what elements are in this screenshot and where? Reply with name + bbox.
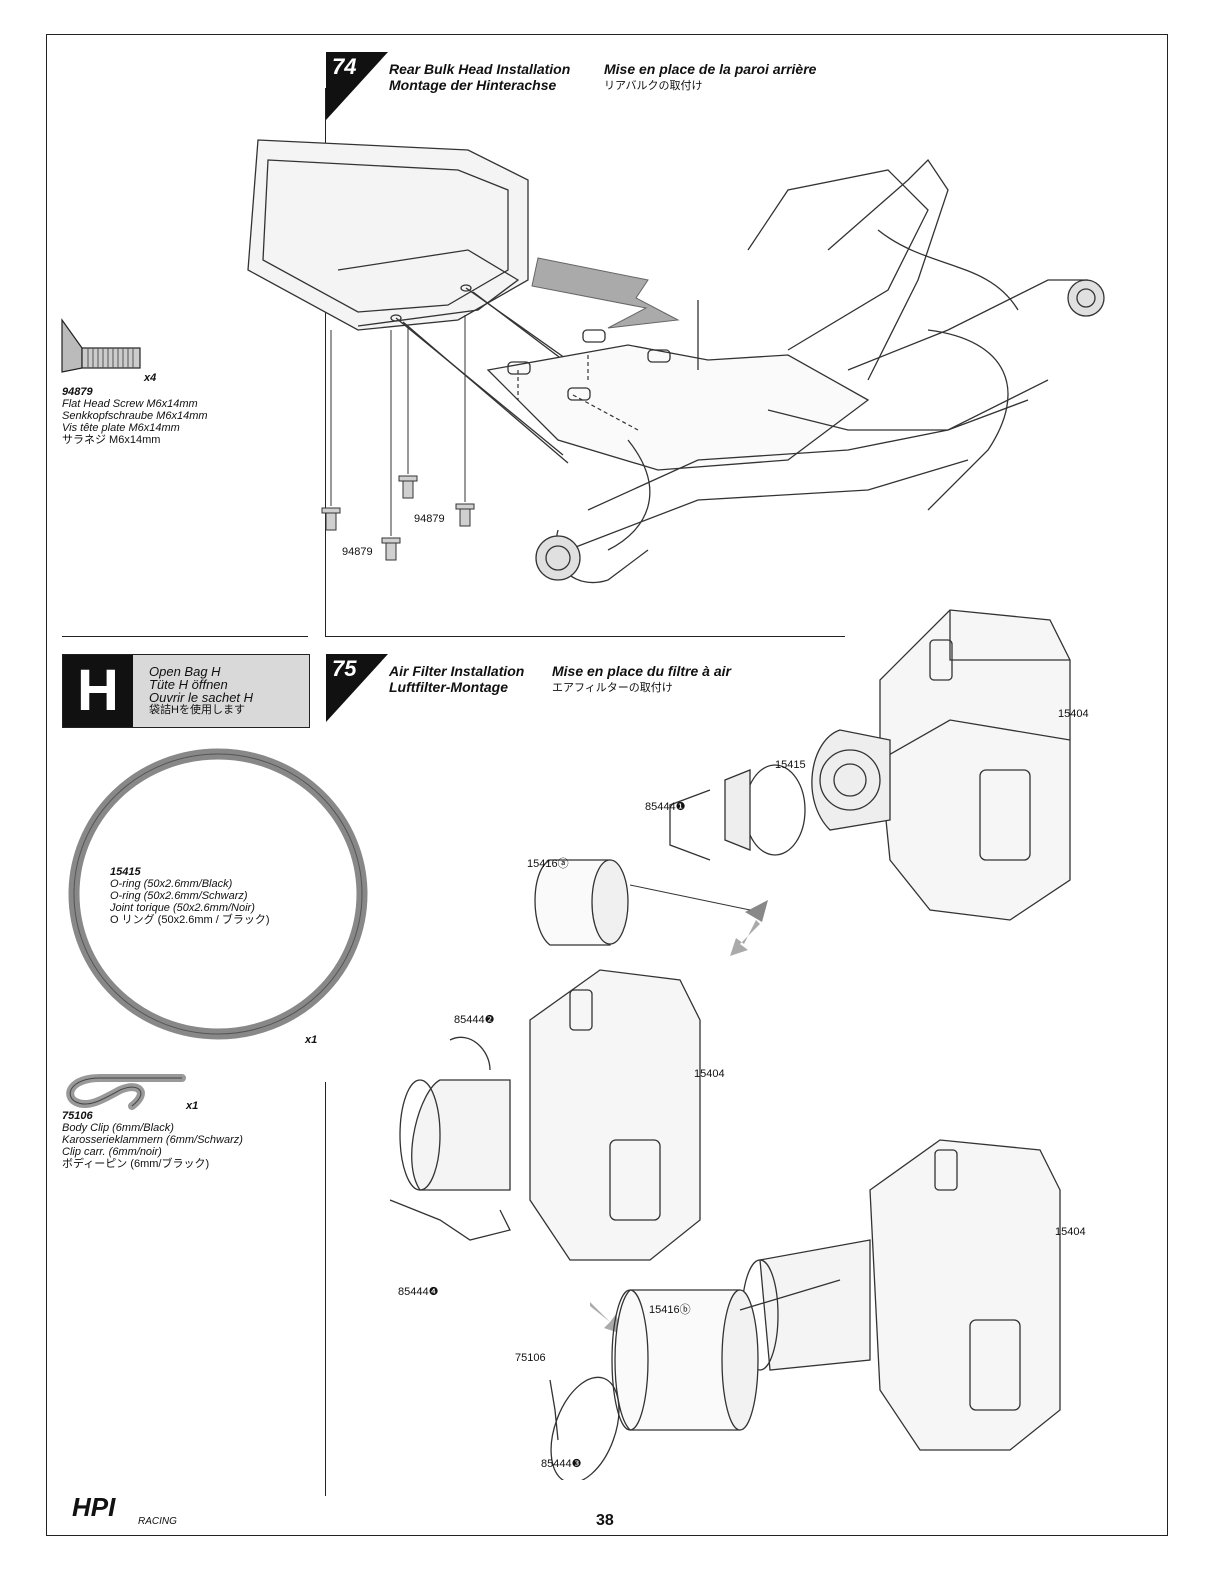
screw-part-number: 94879 bbox=[62, 386, 93, 398]
screw-name-de: Senkkopfschraube M6x14mm bbox=[62, 410, 208, 422]
bag-line-de: Tüte H öffnen bbox=[149, 677, 228, 692]
clip-quantity: x1 bbox=[186, 1100, 199, 1112]
bag-letter: H bbox=[63, 655, 133, 727]
callout-94879-a: 94879 bbox=[414, 513, 445, 525]
clip-name-jp: ボディーピン (6mm/ブラック) bbox=[62, 1158, 210, 1170]
o-ring-name-fr: Joint torique (50x2.6mm/Noir) bbox=[110, 902, 255, 914]
bag-instructions: Open Bag H Tüte H öffnen Ouvrir le sache… bbox=[149, 665, 253, 717]
screw-name-en: Flat Head Screw M6x14mm bbox=[62, 398, 198, 410]
step-75-title-de: Luftfilter-Montage bbox=[389, 679, 508, 695]
step-divider bbox=[325, 636, 845, 637]
screw-name-jp: サラネジ M6x14mm bbox=[62, 434, 161, 446]
flat-head-screw-illustration bbox=[61, 318, 141, 373]
screw-part-info: 94879 Flat Head Screw M6x14mm Senkkopfsc… bbox=[62, 386, 208, 446]
step-74-badge: 74 bbox=[326, 52, 388, 120]
clip-name-de: Karosserieklammern (6mm/Schwarz) bbox=[62, 1134, 243, 1146]
step-75-title-fr: Mise en place du filtre à air bbox=[552, 663, 731, 679]
step-74-title-en: Rear Bulk Head Installation bbox=[389, 61, 571, 77]
page-frame bbox=[46, 34, 1168, 1536]
callout-85444-3: 85444❸ bbox=[541, 1458, 582, 1470]
engine-illustration-2 bbox=[389, 969, 701, 1261]
bag-line-fr: Ouvrir le sachet H bbox=[149, 690, 254, 705]
o-ring-name-de: O-ring (50x2.6mm/Schwarz) bbox=[110, 890, 248, 902]
step-74-title-de: Montage der Hinterachse bbox=[389, 77, 557, 93]
callout-85444-1: 85444❶ bbox=[645, 801, 686, 813]
step-74-title-fr: Mise en place de la paroi arrière bbox=[604, 61, 817, 77]
column-divider-top bbox=[325, 88, 326, 636]
logo-sub-text: RACING bbox=[138, 1516, 177, 1526]
callout-94879-b: 94879 bbox=[342, 546, 373, 558]
callout-15416-a: 15416ⓐ bbox=[527, 858, 569, 870]
clip-name-en: Body Clip (6mm/Black) bbox=[62, 1122, 174, 1134]
engine-illustration-3 bbox=[549, 1139, 1061, 1480]
screw-name-fr: Vis tête plate M6x14mm bbox=[62, 422, 180, 434]
screw-quantity: x4 bbox=[144, 372, 157, 384]
callout-15404-c: 15404 bbox=[1055, 1226, 1086, 1238]
left-divider bbox=[62, 636, 308, 637]
bag-line-jp: 袋詰Hを使用します bbox=[149, 704, 245, 716]
clip-part-number: 75106 bbox=[62, 1110, 93, 1122]
clip-part-info: 75106 Body Clip (6mm/Black) Karosseriekl… bbox=[62, 1110, 243, 1170]
bag-h-box: H Open Bag H Tüte H öffnen Ouvrir le sac… bbox=[62, 654, 310, 728]
callout-15404-a: 15404 bbox=[1058, 708, 1089, 720]
logo-text: HPI bbox=[72, 1496, 116, 1522]
callout-85444-2: 85444❷ bbox=[454, 1014, 495, 1026]
arrow-down-left-icon bbox=[730, 920, 760, 956]
callout-75106: 75106 bbox=[515, 1352, 546, 1364]
step-74-title-jp: リアバルクの取付け bbox=[604, 80, 703, 92]
step-74-number: 74 bbox=[332, 54, 357, 79]
engine-illustration-1 bbox=[534, 609, 1071, 946]
step-75-number: 75 bbox=[332, 656, 357, 681]
clip-name-fr: Clip carr. (6mm/noir) bbox=[62, 1146, 162, 1158]
step-75-title-en: Air Filter Installation bbox=[389, 663, 525, 679]
o-ring-quantity: x1 bbox=[305, 1034, 318, 1046]
callout-15416-b: 15416ⓑ bbox=[649, 1304, 691, 1316]
o-ring-name-jp: O リング (50x2.6mm / ブラック) bbox=[110, 914, 270, 926]
rear-bulkhead-illustration bbox=[247, 139, 1105, 584]
step-75-title-jp: エアフィルターの取付け bbox=[552, 682, 673, 694]
callout-15404-b: 15404 bbox=[694, 1068, 725, 1080]
column-divider-bottom bbox=[325, 1082, 326, 1496]
o-ring-name-en: O-ring (50x2.6mm/Black) bbox=[110, 878, 233, 890]
bag-line-en: Open Bag H bbox=[149, 664, 221, 679]
callout-15415: 15415 bbox=[775, 759, 806, 771]
hpi-racing-logo: HPI RACING bbox=[72, 1496, 177, 1526]
page-number: 38 bbox=[596, 1512, 614, 1529]
o-ring-part-info: 15415 O-ring (50x2.6mm/Black) O-ring (50… bbox=[110, 866, 270, 926]
callout-85444-4: 85444❹ bbox=[398, 1286, 439, 1298]
o-ring-part-number: 15415 bbox=[110, 866, 141, 878]
o-ring-illustration bbox=[68, 748, 368, 1040]
body-clip-illustration bbox=[66, 1074, 186, 1110]
step-75-badge: 75 bbox=[326, 654, 388, 722]
